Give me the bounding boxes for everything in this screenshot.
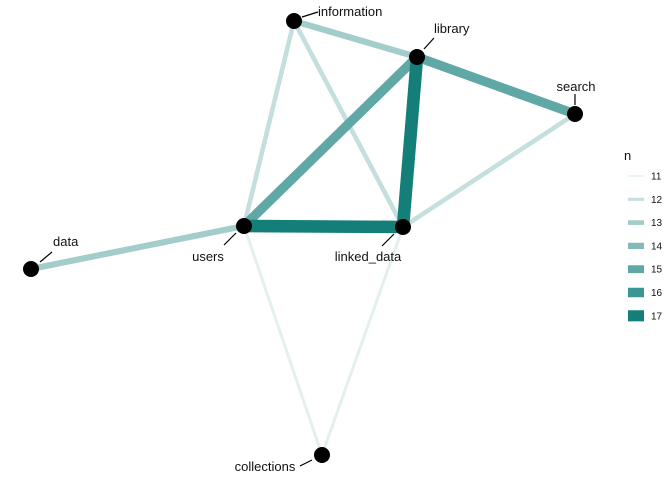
edges-layer	[30, 18, 577, 456]
leader-data	[39, 251, 53, 263]
node-linked_data	[395, 219, 411, 235]
legend-label-17: 17	[651, 311, 663, 322]
legend-label-11: 11	[651, 172, 662, 183]
legend-label-12: 12	[651, 195, 663, 206]
legend-label-14: 14	[651, 241, 663, 252]
node-label-data: data	[53, 234, 79, 249]
legend-label-16: 16	[651, 288, 663, 299]
node-search	[567, 106, 583, 122]
node-label-users: users	[192, 249, 224, 264]
edge-users-collections	[242, 225, 324, 456]
edge-library-linked_data	[396, 56, 424, 228]
leader-collections	[299, 459, 313, 467]
node-label-collections: collections	[235, 459, 296, 474]
node-library	[409, 49, 425, 65]
node-label-linked_data: linked_data	[335, 249, 402, 264]
legend-title: n	[624, 148, 631, 163]
label-leaders-layer	[39, 11, 576, 467]
nodes-layer	[23, 13, 583, 463]
legend-items: 11 12 13 14 15 16 17	[628, 172, 663, 322]
legend: n 11 12 13 14 15 16 17	[624, 148, 663, 322]
node-data	[23, 261, 39, 277]
legend-label-15: 15	[651, 265, 663, 276]
edge-users-data	[30, 222, 245, 273]
edge-linked_data-collections	[320, 226, 405, 456]
edge-information-library	[293, 18, 418, 60]
edge-users-library	[240, 53, 421, 230]
leader-users	[223, 232, 237, 246]
node-users	[236, 218, 252, 234]
legend-label-13: 13	[651, 218, 663, 229]
node-label-search: search	[556, 79, 595, 94]
node-collections	[314, 447, 330, 463]
leader-library	[423, 37, 435, 50]
edge-users-linked_data	[243, 219, 404, 234]
node-label-information: information	[318, 4, 382, 19]
edge-linked_data-search	[401, 112, 577, 229]
edge-library-search	[415, 52, 577, 119]
node-label-library: library	[434, 21, 470, 36]
leader-linked_data	[381, 233, 395, 247]
labels-layer: information library search users linked_data…	[53, 4, 596, 474]
leader-information	[301, 11, 319, 18]
edge-information-users	[241, 20, 297, 227]
node-information	[286, 13, 302, 29]
